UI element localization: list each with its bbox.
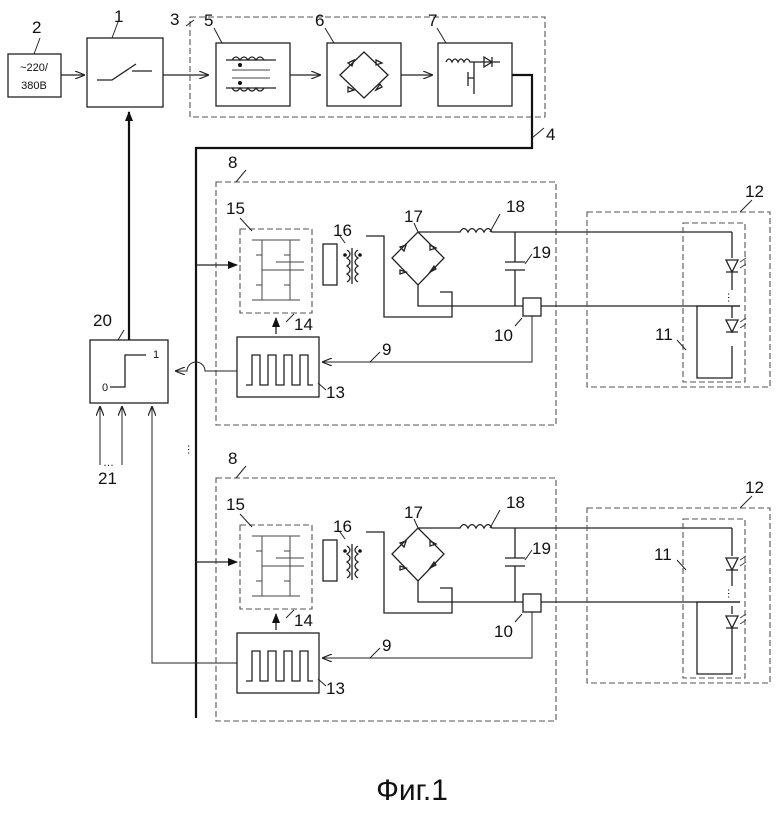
- label-15-upper: 15: [226, 199, 245, 218]
- label-8-lower: 8: [228, 449, 237, 468]
- label-16-upper: 16: [333, 221, 352, 240]
- label-19-upper: 19: [532, 243, 551, 262]
- controller-high-label: 1: [153, 349, 159, 361]
- label-15-lower: 15: [226, 495, 245, 514]
- label-17-upper: 17: [404, 207, 423, 226]
- label-10-upper: 10: [494, 326, 513, 345]
- label-14-lower: 14: [294, 611, 313, 630]
- label-18-lower: 18: [506, 493, 525, 512]
- rectifier-block-6: [327, 43, 401, 106]
- label-13-upper: 13: [326, 383, 345, 402]
- led-dots-upper: …: [725, 292, 737, 303]
- label-10-lower: 10: [494, 622, 513, 641]
- label-9-lower: 9: [382, 636, 391, 655]
- inputs-dots: …: [103, 457, 114, 469]
- label-11-lower: 11: [654, 545, 672, 564]
- driver-module-upper: 8 15 16 17 18 19 10: [176, 153, 740, 425]
- pfc-block-7: [438, 43, 512, 106]
- more-modules-dots: …: [185, 444, 197, 455]
- led-array-upper: 12 … 11: [587, 182, 770, 387]
- controller-block-20: 0 1: [90, 340, 168, 403]
- controller-low-label: 0: [102, 382, 108, 394]
- label-20: 20: [93, 311, 112, 330]
- supply-block: ~220/ 380В: [8, 54, 61, 97]
- label-21: 21: [98, 469, 117, 488]
- emi-filter-block-5: [216, 43, 290, 106]
- supply-voltage-line1: ~220/: [20, 62, 49, 74]
- led-array-lower: 12 … 11: [587, 478, 770, 683]
- label-2: 2: [32, 18, 41, 37]
- label-13-lower: 13: [326, 679, 345, 698]
- driver-module-lower: 8 15 16 17 18 19 10 9 13: [196, 449, 740, 721]
- label-7: 7: [428, 11, 437, 30]
- label-5: 5: [204, 11, 213, 30]
- label-1: 1: [114, 7, 123, 26]
- label-19-lower: 19: [532, 539, 551, 558]
- label-18-upper: 18: [506, 197, 525, 216]
- label-12-lower: 12: [745, 478, 764, 497]
- figure-caption: Фиг.1: [376, 774, 448, 807]
- supply-voltage-line2: 380В: [21, 80, 47, 92]
- label-17-lower: 17: [404, 503, 423, 522]
- label-8-upper: 8: [228, 153, 237, 172]
- led-dots-lower: …: [725, 588, 737, 599]
- label-6: 6: [315, 11, 324, 30]
- label-3: 3: [170, 10, 179, 29]
- label-12-upper: 12: [745, 182, 764, 201]
- label-9-upper: 9: [382, 340, 391, 359]
- switch-block-1: [87, 38, 163, 107]
- label-4: 4: [546, 125, 555, 144]
- label-11-upper: 11: [655, 325, 673, 344]
- label-14-upper: 14: [294, 315, 313, 334]
- label-16-lower: 16: [333, 517, 352, 536]
